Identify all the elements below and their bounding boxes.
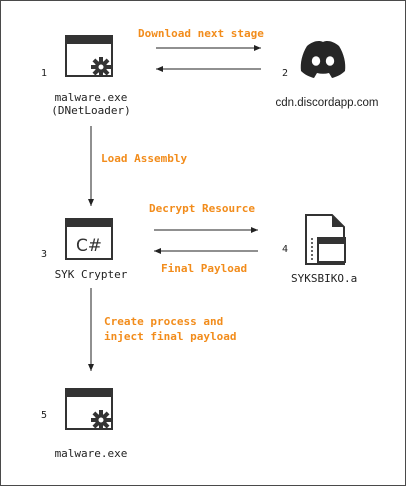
csharp-icon-text: C#: [76, 236, 102, 256]
document-file-icon: [305, 214, 346, 265]
application-window-gear-icon-bottom: [65, 388, 113, 430]
node-number-5: 5: [41, 410, 48, 421]
node-label-discord: cdn.discordapp.com: [275, 97, 379, 109]
node-number-1: 1: [41, 68, 48, 79]
node-label-malware-bottom: malware.exe: [54, 447, 128, 460]
node-number-4: 4: [282, 244, 289, 255]
edge-label-create-process: Create process and inject final payload: [104, 314, 236, 344]
node-label-crypter: SYK Crypter: [54, 268, 128, 281]
node-label-malware-top: malware.exe (DNetLoader): [41, 91, 141, 117]
application-window-gear-icon: [65, 35, 113, 77]
edge-label-decrypt: Decrypt Resource: [149, 202, 255, 215]
node-number-3: 3: [41, 249, 48, 260]
malware-top-label-line2: (DNetLoader): [51, 104, 131, 117]
csharp-window-icon: C#: [65, 218, 113, 260]
edge-label-load-assembly: Load Assembly: [101, 152, 188, 165]
create-process-line2: inject final payload: [104, 330, 237, 343]
node-number-2: 2: [282, 68, 289, 79]
create-process-line1: Create process and: [104, 315, 224, 328]
edge-label-final-payload: Final Payload: [161, 262, 248, 275]
discord-logo-icon: [300, 41, 346, 78]
malware-top-label-line1: malware.exe: [54, 91, 128, 104]
edge-label-download: Download next stage: [138, 27, 264, 40]
node-label-resource: SYKSBIKO.a: [291, 272, 358, 285]
